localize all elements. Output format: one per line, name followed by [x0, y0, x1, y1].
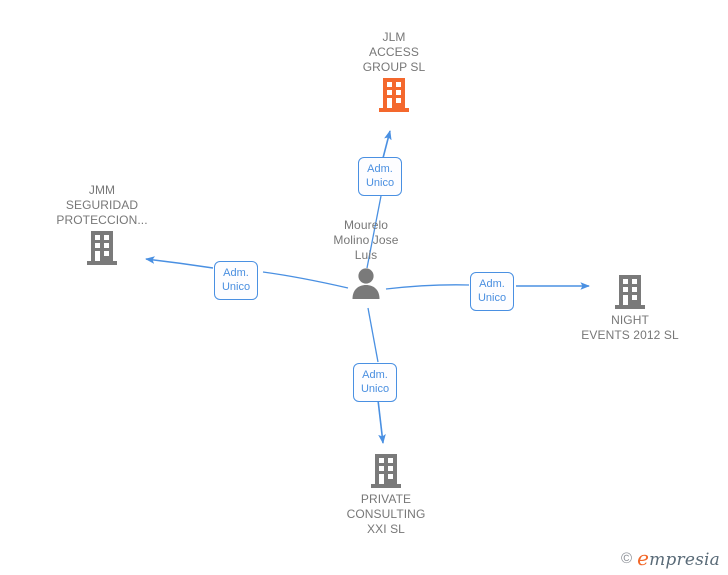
node-person-center[interactable]: Mourelo Molino Jose Luis [291, 218, 441, 299]
edge-to-jmm-seguridad [145, 256, 349, 289]
empresia-watermark: © empresia [621, 548, 720, 569]
node-label-night-events: NIGHT EVENTS 2012 SL [581, 313, 679, 342]
building-icon [614, 274, 646, 310]
node-label-private-consulting: PRIVATE CONSULTING XXI SL [346, 492, 426, 536]
edge-label-private-consulting[interactable]: Adm. Unico [353, 363, 397, 402]
node-label-person-center: Mourelo Molino Jose Luis [333, 218, 399, 262]
edge-label-jmm-seguridad[interactable]: Adm. Unico [214, 261, 258, 300]
copyright-icon: © [621, 550, 633, 567]
edge-to-jlm-access-group [366, 130, 392, 269]
node-jlm-access-group[interactable]: JLM ACCESS GROUP SL [319, 30, 469, 113]
empresia-logo-initial: e [637, 546, 650, 570]
node-night-events[interactable]: NIGHT EVENTS 2012 SL [555, 274, 705, 343]
edge-to-night-events [385, 282, 590, 290]
person-icon [349, 267, 383, 299]
node-jmm-seguridad[interactable]: JMM SEGURIDAD PROTECCION... [27, 183, 177, 266]
edge-label-night-events[interactable]: Adm. Unico [470, 272, 514, 311]
building-icon [370, 453, 402, 489]
edge-to-private-consulting [367, 307, 386, 444]
empresia-logo-rest: mpresia [649, 550, 720, 570]
node-label-jmm-seguridad: JMM SEGURIDAD PROTECCION... [56, 183, 148, 227]
node-private-consulting[interactable]: PRIVATE CONSULTING XXI SL [311, 453, 461, 537]
building-icon [86, 230, 118, 266]
edge-label-jlm-access-group[interactable]: Adm. Unico [358, 157, 402, 196]
building-icon [378, 77, 410, 113]
empresia-logo: empresia [637, 548, 720, 569]
node-label-jlm-access-group: JLM ACCESS GROUP SL [362, 30, 426, 74]
